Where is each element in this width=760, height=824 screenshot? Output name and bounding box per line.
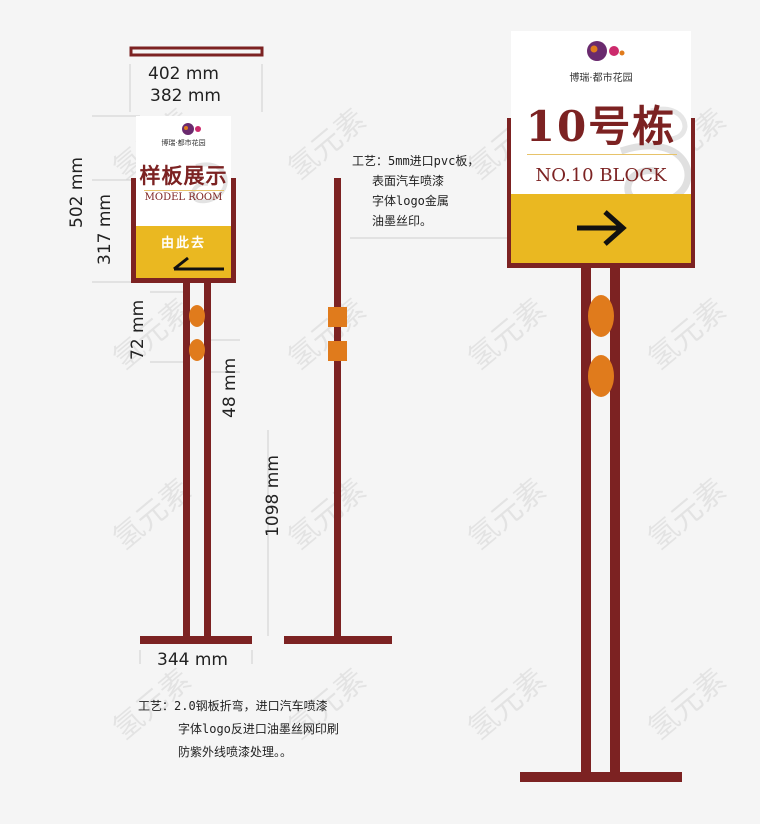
gold-rule [144,190,224,191]
note-line: 防紫外线喷漆处理。。 [178,745,293,759]
dimension-base-width: 344 mm [157,650,228,670]
frame-right-bar [689,118,695,268]
ornament [189,339,205,361]
pole [204,283,211,636]
right-arrow-icon [577,210,627,246]
model-room-sign-panel: 博瑞·都市花园 样板展示 MODEL ROOM 由此去 [136,116,231,278]
base [140,636,252,644]
dimension-lower-height: 317 mm [95,194,115,265]
direction-band: 由此去 [136,226,231,278]
gold-rule [527,154,677,155]
sign-subtitle: MODEL ROOM [144,192,223,203]
side-base [284,636,392,644]
frame-bottom-bar [131,278,236,283]
sign-subtitle: NO.10 BLOCK [535,165,667,186]
block-sign-panel: 博瑞·都市花园 10号栋 NO.10 BLOCK [511,31,691,263]
logo-mark-icon [587,41,625,61]
note-line: 油墨丝印。 [372,214,433,228]
logo-mark-icon [182,123,201,135]
sign-title: 10号栋 [525,102,677,151]
dimension-panel-width: 382 mm [150,86,221,106]
left-arrow-icon [173,256,224,271]
note-line: 字体logo反进口油墨丝网印刷 [178,722,339,736]
dimension-total-height: 502 mm [67,157,87,228]
note-line: 工艺：5mm进口pvc板， [352,154,480,168]
note-line: 工艺：2.0钢板折弯，进口汽车喷漆 [138,699,328,713]
logo [577,37,625,65]
sign-title: 样板展示 [139,163,228,188]
pole [610,268,620,772]
logo-brand-text: 博瑞·都市花园 [161,139,206,147]
frame-left-bar [507,118,513,268]
base [520,772,682,782]
dimension-pole-height: 1098 mm [263,455,283,537]
note-line: 字体logo金属 [372,194,449,208]
ornament [588,355,614,397]
direction-band [511,194,691,263]
pole [581,268,591,772]
direction-text: 由此去 [160,236,206,251]
logo [174,122,204,138]
side-ornament [328,307,347,327]
pole [183,283,190,636]
dimension-ornament-height: 48 mm [220,357,240,418]
dimension-top-width: 402 mm [148,64,219,84]
logo-brand-text: 博瑞·都市花园 [569,73,633,84]
swirl-decoration [191,162,228,204]
side-ornament [328,341,347,361]
ornament [588,295,614,337]
top-cap [129,46,264,57]
dimension-ornament-gap: 72 mm [128,299,148,360]
ornament [189,305,205,327]
frame-left-bar [131,178,136,282]
frame-right-bar [231,178,236,282]
note-line: 表面汽车喷漆 [372,174,445,188]
side-pole [334,178,341,636]
frame-bottom-bar [507,262,695,268]
